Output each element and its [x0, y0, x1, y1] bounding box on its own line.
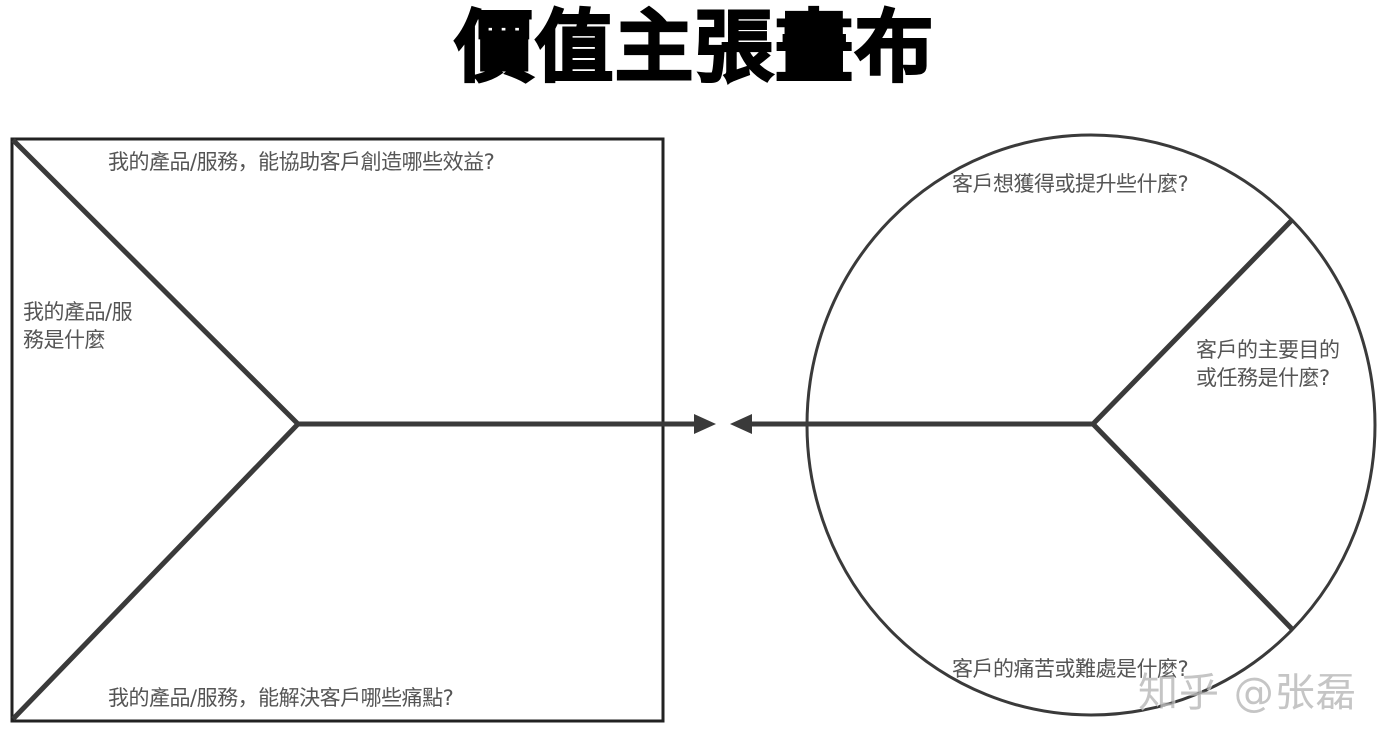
- gain-creators-label: 我的產品/服務，能協助客戶創造哪些效益?: [108, 150, 495, 174]
- customer-jobs-label: 客戶的主要目的 或任務是什麼?: [1196, 336, 1340, 392]
- value-map-frame: [10, 137, 665, 723]
- arrow-right-icon: [694, 414, 716, 434]
- customer-jobs-line-2: 或任務是什麼?: [1196, 366, 1330, 390]
- page-title: 價值主張畫布: [454, 2, 935, 95]
- customer-pains-label: 客戶的痛苦或難處是什麼?: [952, 657, 1189, 681]
- customer-jobs-line-1: 客戶的主要目的: [1196, 338, 1340, 362]
- watermark: 知乎 @张磊: [1138, 670, 1357, 716]
- customer-gains-label: 客戶想獲得或提升些什麼?: [952, 172, 1189, 196]
- value-map: [10, 137, 716, 723]
- products-services-line-2: 務是什麼: [23, 328, 106, 352]
- value-map-upper-diagonal: [11, 138, 300, 426]
- customer-profile: [730, 133, 1377, 717]
- products-services-label: 我的產品/服 務是什麼: [23, 298, 133, 354]
- customer-profile-upper-spoke: [1091, 218, 1294, 426]
- value-map-lower-diagonal: [11, 422, 300, 721]
- arrow-left-icon: [730, 414, 752, 434]
- customer-profile-lower-spoke: [1091, 422, 1294, 631]
- products-services-line-1: 我的產品/服: [23, 300, 133, 324]
- pain-relievers-label: 我的產品/服務，能解決客戶哪些痛點?: [108, 686, 454, 710]
